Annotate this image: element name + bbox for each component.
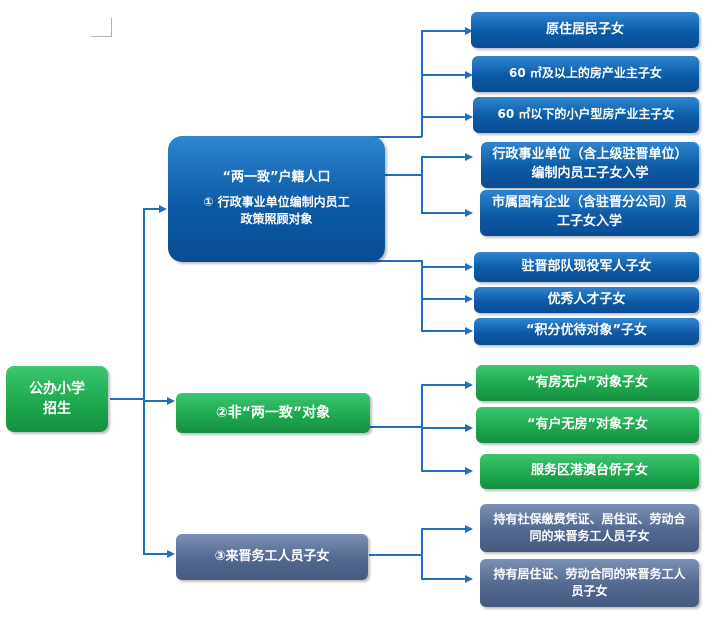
b2-child-1: “有房无户”对象子女 <box>476 365 699 401</box>
connector <box>143 208 159 210</box>
b1-child-1: 原住居民子女 <box>471 12 699 48</box>
b1-child-4: 行政事业单位（含上级驻晋单位）编制内员工子女入学 <box>481 142 699 188</box>
connector <box>421 30 423 137</box>
branch-2-label: ②非“两一致”对象 <box>215 404 331 421</box>
connector <box>143 553 167 555</box>
connector <box>383 174 422 176</box>
connector <box>421 212 465 214</box>
connector <box>110 398 144 400</box>
root-label: 公办小学 招生 <box>29 380 85 417</box>
b1-child-5: 市属国有企业（含驻晋分公司）员工子女入学 <box>480 190 699 236</box>
connector <box>369 554 422 556</box>
b2-child-2: “有户无房”对象子女 <box>476 407 699 443</box>
branch-1-node: “两一致”户籍人口 ① 行政事业单位编制内员工 政策照顾对象 <box>168 136 385 262</box>
b2-child-1-label: “有房无户”对象子女 <box>526 374 649 390</box>
connector <box>143 400 167 402</box>
arrow-head <box>465 209 473 217</box>
connector <box>421 156 423 214</box>
connector <box>421 156 465 158</box>
arrow-head <box>159 205 167 213</box>
b1-child-6: 驻晋部队现役军人子女 <box>474 252 699 282</box>
b3-child-1: 持有社保缴费凭证、居住证、劳动合同的来晋务工人员子女 <box>480 504 699 552</box>
b2-child-3-label: 服务区港澳台侨子女 <box>530 463 648 479</box>
arrow-head <box>465 467 473 475</box>
page-corner-mark <box>111 18 112 37</box>
connector <box>421 298 465 300</box>
b2-child-2-label: “有户无房”对象子女 <box>526 416 649 432</box>
connector <box>421 266 465 268</box>
b2-child-3: 服务区港澳台侨子女 <box>480 454 699 489</box>
arrow-head <box>465 575 473 583</box>
arrow-head <box>465 263 473 271</box>
branch-3-node: ③来晋务工人员子女 <box>176 534 368 580</box>
connector <box>421 427 465 429</box>
root-node: 公办小学 招生 <box>6 366 108 432</box>
b3-child-2: 持有居住证、劳动合同的来晋务工人员子女 <box>480 559 699 607</box>
connector <box>421 330 465 332</box>
arrow-head <box>465 424 473 432</box>
connector <box>421 260 423 332</box>
b1-child-1-label: 原住居民子女 <box>545 21 624 37</box>
arrow-head <box>167 397 175 405</box>
connector <box>143 208 145 554</box>
branch-3-label: ③来晋务工人员子女 <box>214 548 330 564</box>
b1-child-5-label: 市属国有企业（含驻晋分公司）员工子女入学 <box>491 195 687 229</box>
branch-1-subtitle: ① 行政事业单位编制内员工 <box>203 195 350 210</box>
b1-child-4-label: 行政事业单位（含上级驻晋单位）编制内员工子女入学 <box>492 147 688 181</box>
arrow-head <box>465 27 473 35</box>
connector <box>421 384 465 386</box>
b1-child-2-label: 60 ㎡及以上的房产业主子女 <box>509 66 662 81</box>
b3-child-1-label: 持有社保缴费凭证、居住证、劳动合同的来晋务工人员子女 <box>493 511 686 543</box>
connector <box>421 470 465 472</box>
branch-1-title: “两一致”户籍人口 <box>222 170 331 186</box>
connector <box>421 74 465 76</box>
connector <box>421 528 465 530</box>
arrow-head <box>167 550 175 558</box>
b1-child-7: 优秀人才子女 <box>474 287 699 313</box>
connector <box>370 136 422 138</box>
b1-child-8-label: “积分优待对象”子女 <box>525 323 648 339</box>
arrow-head <box>465 381 473 389</box>
arrow-head <box>465 153 473 161</box>
connector <box>421 528 423 580</box>
page-corner-mark <box>91 36 111 37</box>
connector <box>370 426 422 428</box>
arrow-head <box>465 71 473 79</box>
arrow-head <box>465 525 473 533</box>
connector <box>421 116 465 118</box>
arrow-head <box>465 327 473 335</box>
arrow-head <box>465 295 473 303</box>
branch-1-subtitle-2: 政策照顾对象 <box>240 212 313 227</box>
arrow-head <box>465 113 473 121</box>
connector <box>421 30 465 32</box>
b1-child-3: 60 ㎡以下的小户型房产业主子女 <box>473 97 699 133</box>
b1-child-6-label: 驻晋部队现役军人子女 <box>521 258 652 274</box>
b3-child-2-label: 持有居住证、劳动合同的来晋务工人员子女 <box>493 566 686 598</box>
connector <box>370 260 422 262</box>
connector <box>421 578 465 580</box>
b1-child-2: 60 ㎡及以上的房产业主子女 <box>472 56 699 92</box>
branch-2-node: ②非“两一致”对象 <box>176 393 370 433</box>
b1-child-7-label: 优秀人才子女 <box>547 291 626 307</box>
b1-child-8: “积分优待对象”子女 <box>474 318 699 345</box>
b1-child-3-label: 60 ㎡以下的小户型房产业主子女 <box>497 107 675 122</box>
